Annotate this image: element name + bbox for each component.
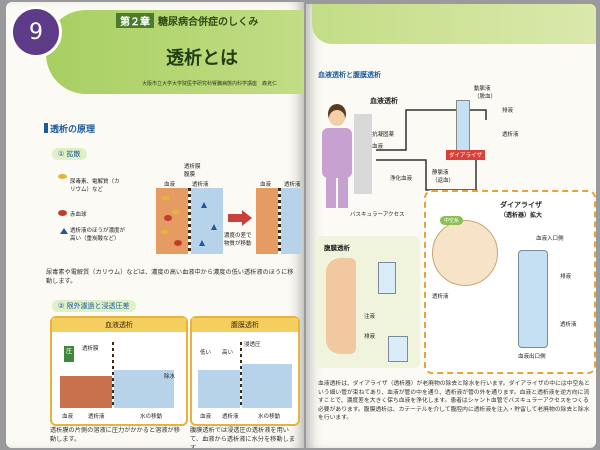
section-dialysis-principle: 透析の原理 <box>50 125 96 135</box>
dialyzer-icon <box>456 100 470 152</box>
drain-label: 排液 <box>502 108 514 114</box>
dialysate-compartment <box>191 188 223 254</box>
dialyzer-zoom-cylinder <box>518 250 548 348</box>
label-blood-after: 血液 <box>260 182 272 188</box>
membrane-subtitle: 腹膜 <box>184 172 196 178</box>
perit-blood-fill <box>198 370 240 408</box>
torso-illustration <box>326 258 356 354</box>
page-number-badge: 9 <box>10 6 62 58</box>
dialyzer-zoom-box: ダイアライザ （透析器）拡大 中空糸 血液入口側 排液 透析液 透析液 血液出口… <box>424 190 596 374</box>
perit-water-label: 水の移動 <box>258 414 281 420</box>
peritoneal-box: 腹膜透析 浸透圧 低い 高い 血液 透析液 水の移動 <box>190 316 300 426</box>
footer-right-text: 腹膜透析では浸透圧の透析液を用いて、血液から透析液に水分を移動します。 <box>190 427 295 448</box>
author-line: 大阪市立大学大学院医学研究科腎臓病態内科学講座 森克仁 <box>142 81 278 87</box>
label-dialysate-after: 透析液 <box>284 182 301 188</box>
artery-blood-label: 動脈液 <box>474 86 491 92</box>
dialyzer-label: ダイアライザ <box>446 150 486 160</box>
right-arrow-icon <box>228 210 252 226</box>
patient-illustration <box>318 104 356 214</box>
footer-left-text: 透析膜の片側の溶液に圧力がかかると溶液が移動します。 <box>50 427 180 443</box>
chapter-label: 第２章 <box>116 13 154 28</box>
peritoneal-box-title: 腹膜透析 <box>192 318 298 332</box>
chapter-heading: 第２章糖尿病合併症のしくみ <box>116 13 258 28</box>
hemo-removal-label: 除水 <box>164 374 176 380</box>
low-label: 低い <box>200 350 212 356</box>
left-page: 第２章糖尿病合併症のしくみ 透析とは 大阪市立大学大学院医学研究科腎臓病態内科学… <box>6 2 304 448</box>
blood-compartment-after <box>256 188 278 254</box>
zoom-dialysate-label: 透析液 <box>560 322 577 328</box>
blood-label: 血液 <box>372 144 384 150</box>
blood-out-label: 血液出口側 <box>518 354 546 360</box>
vein-sub-label: （返血） <box>432 178 455 184</box>
zoom-title: ダイアライザ <box>500 201 542 209</box>
peritoneal-panel: 腹膜透析 注液 排液 <box>316 236 420 368</box>
peritoneum-membrane <box>240 342 242 408</box>
red-blood-cell-icon <box>58 210 67 216</box>
diffusion-particles <box>161 195 217 246</box>
pressure-arrow: 圧 <box>64 346 74 362</box>
label-dialysate: 透析液 <box>192 182 209 188</box>
uremic-toxin-icon <box>58 174 67 179</box>
hollow-fiber-label: 中空糸 <box>440 216 464 225</box>
perit-dialysate-fill <box>242 364 292 408</box>
section-marker <box>44 123 48 133</box>
diffusion-text: 尿毒素や電解質（カリウム）などは、濃度の高い血液中から濃度の低い透析液のほうに移… <box>46 269 294 285</box>
hemo-water-label: 水の移動 <box>140 414 163 420</box>
right-section-title: 血液透析と腹膜透析 <box>318 71 381 79</box>
inject-label: 注液 <box>364 314 376 320</box>
drain-bag <box>388 336 408 362</box>
subsection-filtration: ② 限外濾過と浸透圧差 <box>52 300 136 312</box>
subsection-diffusion: ① 拡散 <box>52 148 87 160</box>
bicarbonate-icon <box>60 228 68 234</box>
hemo-dialysate-fill <box>114 370 174 408</box>
right-body-text: 血液透析は、ダイアライザ（透析器）が老廃物の除去と除水を行います。ダイアライザの… <box>318 381 590 421</box>
membrane-after <box>278 188 281 254</box>
dialysate-bag <box>378 262 396 294</box>
legend-toxin: 尿毒素、電解質（カリウム）など <box>70 179 120 193</box>
right-page: 血液透析と腹膜透析 血液透析 動脈液 （脱血） 排液 透析液 ダイアライザ 抗凝… <box>306 4 596 448</box>
right-header-band <box>312 4 596 44</box>
high-label: 高い <box>222 350 234 356</box>
hollow-fiber-circle <box>432 220 498 286</box>
chapter-title: 糖尿病合併症のしくみ <box>158 17 259 28</box>
membrane-title: 透析膜 <box>184 164 201 170</box>
dialysate-label: 透析液 <box>502 132 519 138</box>
hemo-blood-fill <box>60 376 112 408</box>
blood-in-label: 血液入口側 <box>536 236 564 242</box>
zoom-dialysate-label-left: 透析液 <box>432 294 449 300</box>
blood-circuit <box>376 109 487 191</box>
access-label: バスキュラーアクセス <box>350 212 405 218</box>
move-label: 濃度の差で物質が移動 <box>224 233 252 247</box>
hemodialysis-title: 血液透析 <box>370 97 398 105</box>
legend-bicarbonate: 透析液のほうが濃度が高い（重炭酸など） <box>70 228 126 242</box>
iv-stand <box>354 114 372 194</box>
page-title: 透析とは <box>166 48 238 69</box>
anticoag-label: 抗凝固薬 <box>372 132 395 138</box>
hemodialysis-box-title: 血液透析 <box>52 318 186 332</box>
purified-label: 浄化血液 <box>390 176 413 182</box>
hemodialysis-box: 血液透析 圧 透析膜 除水 血液 透析液 水の移動 <box>50 316 188 426</box>
chapter-ribbon <box>46 10 304 94</box>
perit-dialysate-label: 透析液 <box>222 414 239 420</box>
vein-blood-label: 静脈液 <box>432 170 449 176</box>
artery-sub-label: （脱血） <box>474 94 497 100</box>
hemo-dialysate-label: 透析液 <box>88 414 105 420</box>
perit-blood-label: 血液 <box>200 414 212 420</box>
drain-label-peritoneal: 排液 <box>364 334 376 340</box>
hemo-membrane <box>112 342 114 408</box>
membrane <box>188 188 191 254</box>
label-blood: 血液 <box>164 182 176 188</box>
dialysate-compartment-after <box>281 188 301 254</box>
osmotic-label: 浸透圧 <box>244 342 261 348</box>
hemo-membrane-label: 透析膜 <box>82 346 99 352</box>
zoom-drain-label: 排液 <box>560 274 572 280</box>
zoom-subtitle: （透析器）拡大 <box>500 212 543 219</box>
peritoneal-title: 腹膜透析 <box>324 244 350 252</box>
hemo-blood-label: 血液 <box>62 414 74 420</box>
blood-compartment <box>156 188 188 254</box>
legend-rbc: 赤血球 <box>70 212 87 218</box>
